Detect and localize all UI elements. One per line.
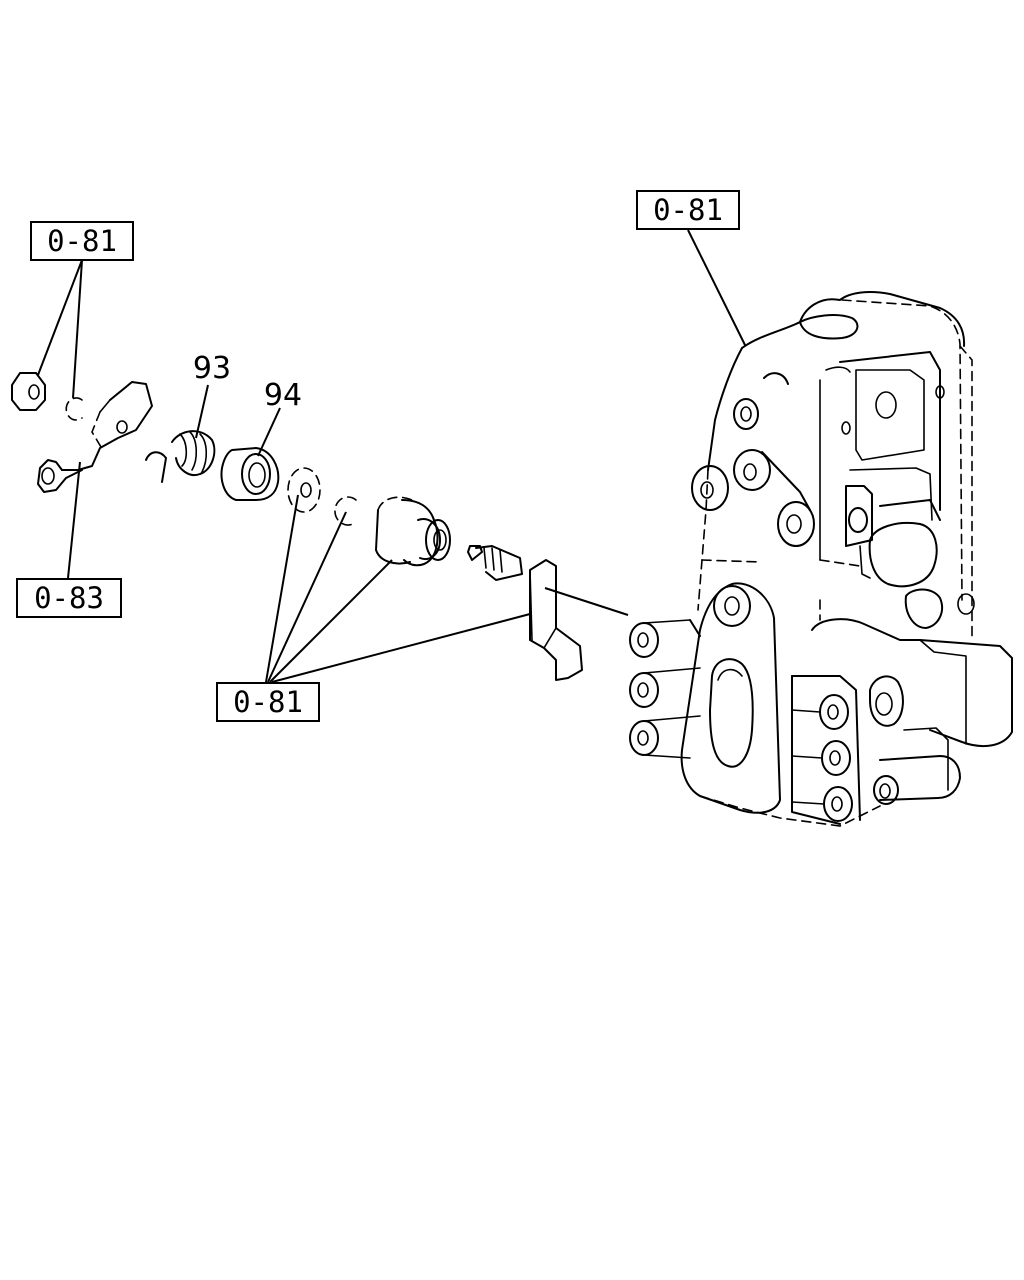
bushing-part-94 — [220, 447, 280, 501]
clip-part-left — [65, 397, 83, 421]
ref-box-top-left: 0-81 — [30, 221, 134, 261]
shaft-part — [467, 545, 523, 581]
ref-label-top-left: 0-81 — [47, 224, 117, 258]
ref-box-top-right: 0-81 — [636, 190, 740, 230]
ref-label-bottom-center: 0-81 — [233, 685, 303, 719]
ref-label-top-right: 0-81 — [653, 193, 723, 227]
main-housing — [629, 291, 1013, 827]
clip-part-middle — [334, 496, 357, 526]
bracket-part — [529, 559, 583, 681]
part-number-93: 93 — [193, 351, 231, 386]
nut-part — [11, 372, 46, 411]
ref-box-bottom-center: 0-81 — [216, 682, 320, 722]
ref-label-left-lower: 0-83 — [34, 581, 104, 615]
spring-part-93 — [145, 430, 216, 483]
part-number-94: 94 — [264, 378, 302, 413]
washer-part — [287, 467, 321, 513]
ref-box-left-lower: 0-83 — [16, 578, 122, 618]
leader-lines — [37, 229, 746, 683]
plug-part — [375, 496, 451, 567]
lever-arm-part — [37, 381, 153, 493]
